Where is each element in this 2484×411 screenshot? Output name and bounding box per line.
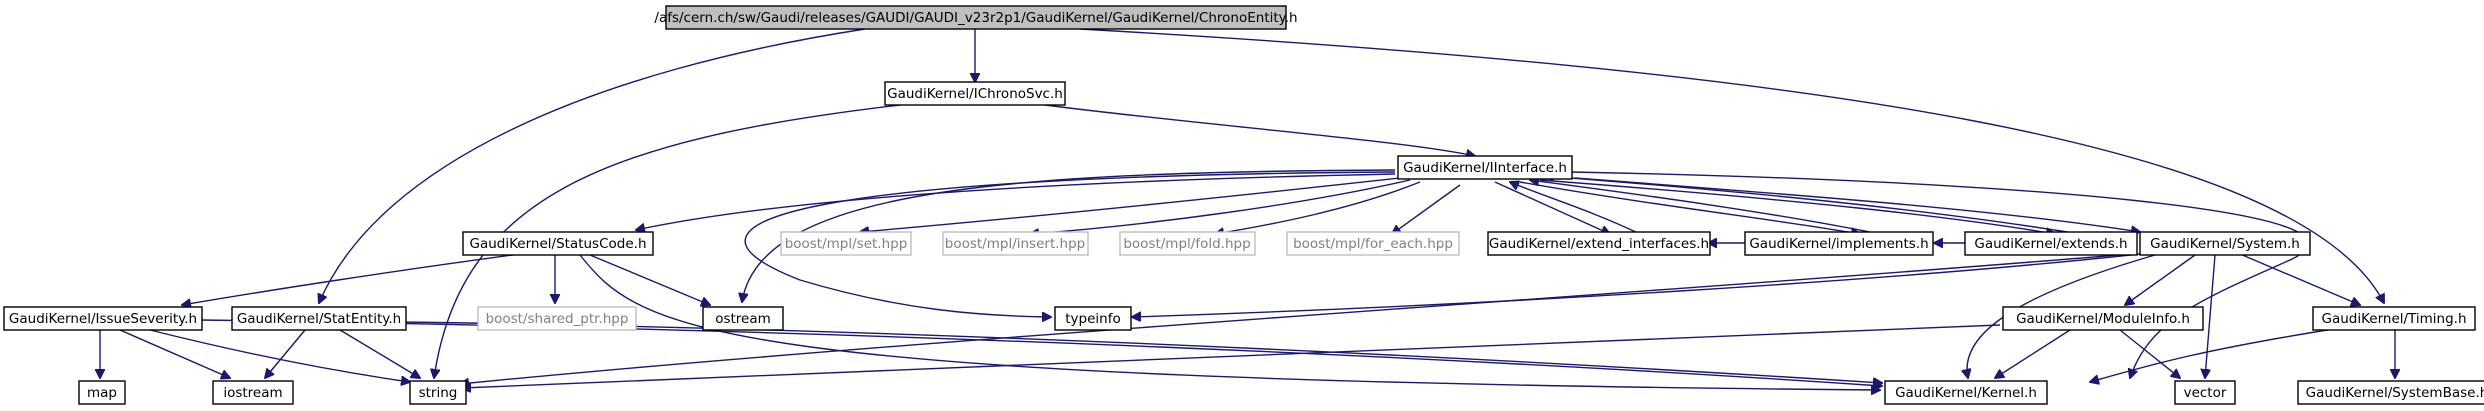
node-extends[interactable]: GaudiKernel/extends.h	[1964, 231, 2138, 256]
node-label: iostream	[223, 385, 282, 401]
edge-root-statentity	[319, 28, 866, 303]
edge-statentity-iostream	[265, 329, 306, 378]
node-vector[interactable]: vector	[2174, 380, 2236, 405]
edge-system-vector	[2205, 254, 2216, 378]
edge-iinterface-statuscode	[636, 173, 1396, 230]
edge-statuscode-issueseverity	[182, 253, 521, 305]
edge-extends-iinterface	[1545, 176, 2081, 235]
edge-system-moduleinfo	[2125, 254, 2196, 305]
edge-iinterface-kernel	[1569, 171, 2309, 378]
node-label: GaudiKernel/implements.h	[1749, 236, 1928, 252]
node-label: boost/mpl/insert.hpp	[945, 236, 1085, 252]
node-map[interactable]: map	[78, 380, 126, 405]
node-systembase[interactable]: GaudiKernel/SystemBase.h	[2297, 380, 2484, 405]
node-implements[interactable]: GaudiKernel/implements.h	[1744, 231, 1934, 256]
node-label: GaudiKernel/IChronoSvc.h	[887, 86, 1063, 102]
edge-iinterface-mplforeach	[1392, 184, 1461, 234]
node-mpl-for-each[interactable]: boost/mpl/for_each.hpp	[1286, 231, 1460, 256]
node-label: typeinfo	[1065, 311, 1120, 327]
edge-statuscode-ostream	[589, 254, 710, 305]
edge-ichronosvc-iinterface	[1044, 104, 1475, 156]
edge-issueseverity-kernel	[199, 319, 1882, 386]
node-label: GaudiKernel/ModuleInfo.h	[2016, 311, 2190, 327]
node-statentity[interactable]: GaudiKernel/StatEntity.h	[231, 306, 407, 331]
edge-system-typeinfo	[1132, 253, 2141, 317]
edge-iinterface-mplinsert	[1030, 179, 1411, 234]
node-label: string	[419, 385, 458, 401]
node-mpl-set[interactable]: boost/mpl/set.hpp	[780, 231, 912, 256]
node-ostream[interactable]: ostream	[702, 306, 784, 331]
edge-iinterface-mplset	[860, 177, 1401, 232]
edge-moduleinfo-vector	[2119, 329, 2180, 378]
node-shared-ptr[interactable]: boost/shared_ptr.hpp	[477, 306, 637, 331]
edge-issueseverity-string	[149, 329, 410, 382]
edge-timing-kernel	[2090, 327, 2341, 382]
edge-implements-iinterface	[1530, 180, 1881, 235]
edge-issueseverity-iostream	[119, 329, 230, 378]
node-label: ostream	[715, 311, 771, 327]
edge-iinterface-system	[1574, 177, 2140, 232]
node-label: GaudiKernel/extend_interfaces.h	[1489, 236, 1709, 252]
edge-extendinterfaces-iinterface	[1510, 182, 1641, 235]
node-mpl-fold[interactable]: boost/mpl/fold.hpp	[1119, 231, 1256, 256]
edge-iinterface-mplfold	[1215, 181, 1421, 234]
edge-statentity-string	[339, 329, 420, 378]
edge-statuscode-kernel	[579, 254, 1880, 390]
node-string[interactable]: string	[409, 380, 467, 405]
node-extend-interfaces[interactable]: GaudiKernel/extend_interfaces.h	[1487, 231, 1711, 256]
edge-iinterface-typeinfo	[744, 171, 1396, 317]
node-label: GaudiKernel/System.h	[2150, 236, 2300, 252]
edge-moduleinfo-kernel	[1995, 329, 2071, 378]
node-label: boost/shared_ptr.hpp	[486, 311, 629, 327]
node-label: GaudiKernel/IssueSeverity.h	[9, 311, 197, 327]
edge-moduleinfo-string	[462, 324, 2001, 388]
node-typeinfo[interactable]: typeinfo	[1054, 306, 1132, 331]
edge-system-kernel	[1967, 254, 2156, 378]
node-statuscode[interactable]: GaudiKernel/StatusCode.h	[462, 231, 654, 256]
node-system[interactable]: GaudiKernel/System.h	[2139, 231, 2311, 256]
edge-root-timing	[1079, 28, 2384, 303]
node-label: boost/mpl/set.hpp	[785, 236, 908, 252]
node-label: GaudiKernel/IInterface.h	[1403, 160, 1567, 176]
node-iostream[interactable]: iostream	[212, 380, 294, 405]
node-label: boost/mpl/for_each.hpp	[1293, 236, 1453, 252]
node-timing[interactable]: GaudiKernel/Timing.h	[2312, 306, 2476, 331]
node-label: map	[87, 385, 117, 401]
node-label: vector	[2184, 385, 2227, 401]
node-label: GaudiKernel/StatusCode.h	[470, 236, 647, 252]
node-label: GaudiKernel/StatEntity.h	[237, 311, 401, 327]
edge-statentity-kernel	[399, 321, 1882, 383]
edge-iinterface-extendinterfaces	[1494, 181, 1610, 234]
edge-iinterface-ostream	[742, 169, 1396, 302]
node-label: GaudiKernel/SystemBase.h	[2306, 385, 2484, 401]
edge-iinterface-extends	[1539, 179, 2055, 234]
node-label: GaudiKernel/Kernel.h	[1895, 385, 2037, 401]
node-moduleinfo[interactable]: GaudiKernel/ModuleInfo.h	[2002, 306, 2204, 331]
node-iinterface[interactable]: GaudiKernel/IInterface.h	[1397, 155, 1573, 180]
node-root[interactable]: /afs/cern.ch/sw/Gaudi/releases/GAUDI/GAU…	[654, 5, 1298, 30]
nodes: /afs/cern.ch/sw/Gaudi/releases/GAUDI/GAU…	[3, 5, 2484, 405]
node-label: GaudiKernel/extends.h	[1974, 236, 2127, 252]
node-label: boost/mpl/fold.hpp	[1123, 236, 1250, 252]
edge-iinterface-implements	[1519, 181, 1860, 234]
node-label: /afs/cern.ch/sw/Gaudi/releases/GAUDI/GAU…	[654, 10, 1297, 26]
edges	[100, 28, 2395, 390]
node-mpl-insert[interactable]: boost/mpl/insert.hpp	[942, 231, 1089, 256]
node-issueseverity[interactable]: GaudiKernel/IssueSeverity.h	[3, 306, 203, 331]
edge-system-timing	[2239, 253, 2360, 305]
edge-system-string	[460, 253, 2131, 384]
node-kernel[interactable]: GaudiKernel/Kernel.h	[1884, 380, 2048, 405]
edge-ichronosvc-string	[434, 104, 901, 378]
node-label: GaudiKernel/Timing.h	[2321, 311, 2466, 327]
node-ichronosvc[interactable]: GaudiKernel/IChronoSvc.h	[884, 81, 1066, 106]
